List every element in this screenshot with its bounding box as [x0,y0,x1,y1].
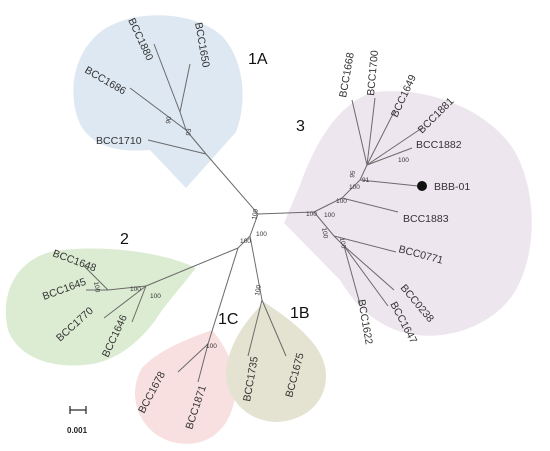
bootstrap-value: 100 [240,238,251,245]
bootstrap-value: 90 [165,116,173,125]
clade-1A-region [73,15,243,188]
bootstrap-value: 100 [256,231,267,238]
leaf-BCC1710: BCC1710 [96,135,142,147]
bootstrap-value: 100 [336,198,347,205]
bootstrap-values: 90 93 100 100 100 100 91 95 100 100 100 … [92,116,409,350]
clade-label-3: 3 [296,118,305,135]
scale-bar-label: 0.001 [67,426,88,435]
bootstrap-value: 91 [362,177,370,184]
bootstrap-value: 100 [398,157,409,164]
clade-3-region [284,91,532,336]
bootstrap-value: 100 [320,227,329,239]
clade-label-1B: 1B [290,305,310,322]
bootstrap-value: 100 [92,281,101,293]
leaf-BCC1882: BCC1882 [416,139,462,151]
clade-1C-region [134,330,236,444]
bootstrap-value: 100 [324,212,335,219]
leaf-labels: BCC1880 BCC1650 BCC1686 BCC1710 BCC1668 … [41,16,470,431]
leaf-BCC1700: BCC1700 [365,50,381,97]
leaf-BCC1883: BCC1883 [403,213,449,225]
bootstrap-value: 100 [251,208,260,220]
bootstrap-value: 95 [349,170,357,179]
bootstrap-value: 93 [185,128,193,137]
clade-label-1A: 1A [248,51,268,68]
clade-label-2: 2 [120,231,129,248]
clade-label-1C: 1C [218,311,238,328]
clade-2-region [5,248,197,366]
bootstrap-value: 100 [306,211,317,218]
bootstrap-value: 100 [254,284,263,296]
bootstrap-value: 100 [349,184,360,191]
bootstrap-value: 100 [338,237,347,249]
clade-1B-region [226,302,326,422]
leaf-BBB01: BBB-01 [434,181,470,193]
leaf-BCC1668: BCC1668 [337,51,357,98]
sample-marker [417,181,427,191]
scale-bar: 0.001 [67,406,88,435]
bootstrap-value: 100 [206,343,217,350]
tree-branches [83,43,423,383]
bootstrap-value: 100 [150,293,161,300]
bootstrap-value: 100 [130,286,141,293]
